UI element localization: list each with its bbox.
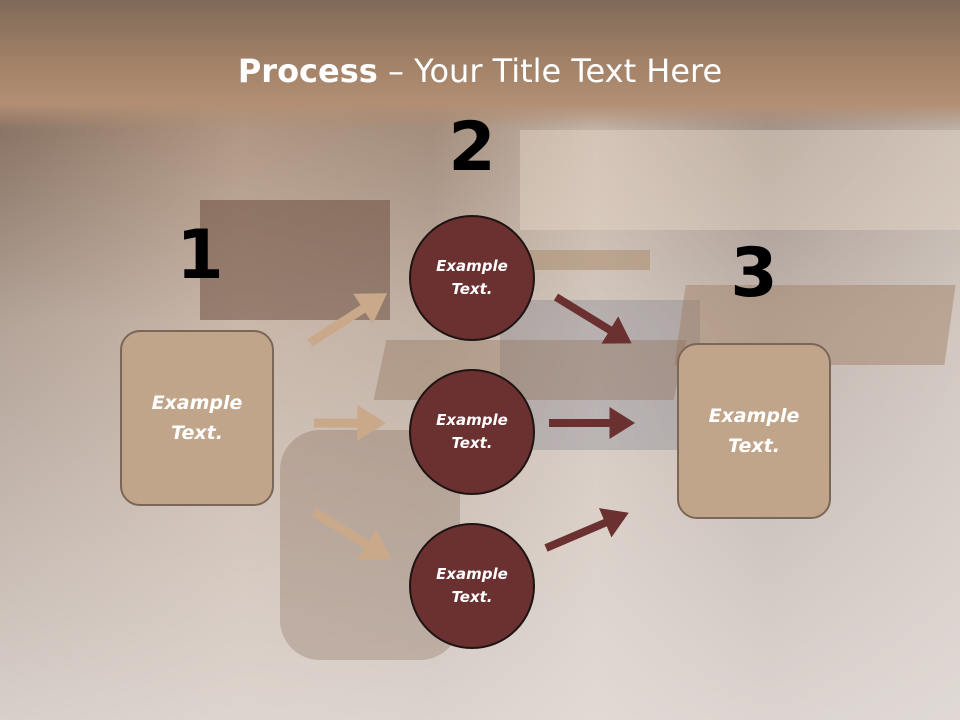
step-number-2: 2 bbox=[448, 108, 496, 187]
background-table bbox=[520, 250, 650, 270]
title-strong-text: Process bbox=[237, 52, 378, 90]
title-band bbox=[0, 0, 960, 130]
process-box-right[interactable]: Example Text. bbox=[677, 343, 831, 519]
step-number-1: 1 bbox=[176, 216, 224, 295]
process-circle-bottom-text: Example Text. bbox=[436, 565, 508, 606]
background-wall bbox=[520, 130, 960, 230]
process-circle-middle-text: Example Text. bbox=[436, 411, 508, 452]
process-box-right-text: Example Text. bbox=[708, 405, 800, 457]
slide-title: Process – Your Title Text Here bbox=[0, 52, 960, 90]
process-box-left-text: Example Text. bbox=[151, 392, 243, 444]
process-circle-middle[interactable]: Example Text. bbox=[409, 369, 535, 495]
step-number-3: 3 bbox=[730, 234, 778, 313]
process-box-left[interactable]: Example Text. bbox=[120, 330, 274, 506]
arrow-bottom-to-right bbox=[544, 508, 629, 552]
title-rest-text: – Your Title Text Here bbox=[377, 52, 723, 90]
process-circle-bottom[interactable]: Example Text. bbox=[409, 523, 535, 649]
process-circle-top-text: Example Text. bbox=[436, 257, 508, 298]
process-circle-top[interactable]: Example Text. bbox=[409, 215, 535, 341]
background-table bbox=[373, 340, 687, 400]
